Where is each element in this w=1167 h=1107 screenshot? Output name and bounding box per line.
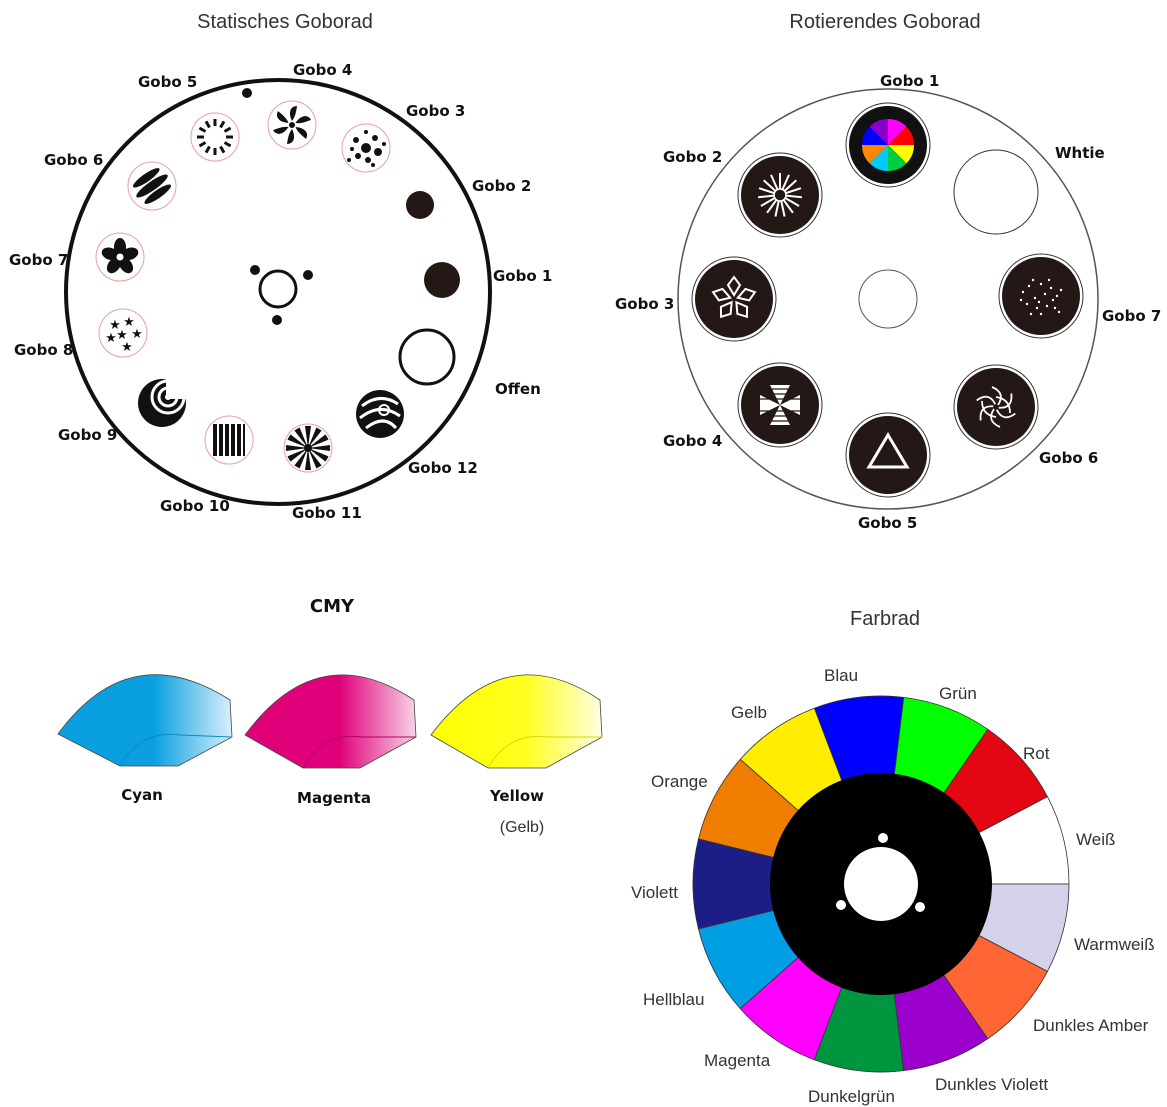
rotating-label-gobo4: Gobo 4 <box>663 432 722 450</box>
rotating-wheel-hub <box>858 269 918 329</box>
color-label-orange: Orange <box>651 772 708 791</box>
rotating-label-gobo3: Gobo 3 <box>615 295 674 313</box>
color-wheel-pin-left <box>836 900 846 910</box>
color-label-blau: Blau <box>824 666 858 685</box>
color-label-hellblau: Hellblau <box>643 990 704 1009</box>
svg-text:★: ★ <box>121 340 133 355</box>
static-gobo-8: ★ ★ ★ ★ ★ ★ <box>98 308 148 358</box>
static-label-gobo11: Gobo 11 <box>292 504 362 522</box>
color-label-weiss: Weiß <box>1076 830 1115 849</box>
color-wheel-pin-right <box>915 902 925 912</box>
cmy-title: CMY <box>310 596 355 617</box>
color-wheel: Farbrad Weiß Rot Grün Blau Gelb Orange V… <box>631 608 1155 1106</box>
rotating-label-gobo6: Gobo 6 <box>1039 449 1098 467</box>
color-wheel-pin-top <box>878 833 888 843</box>
color-label-dunkelgruen: Dunkelgrün <box>808 1087 895 1106</box>
rotating-gobo-6 <box>953 364 1039 450</box>
color-label-violett: Violett <box>631 883 678 902</box>
static-wheel-title: Statisches Goborad <box>197 11 373 33</box>
cmy-label-yellow: Yellow <box>489 787 544 805</box>
static-label-gobo7: Gobo 7 <box>9 251 68 269</box>
static-label-gobo1: Gobo 1 <box>493 267 552 285</box>
static-gobo-2 <box>406 191 434 219</box>
color-wheel-title: Farbrad <box>850 608 920 630</box>
color-label-dunkles-violett: Dunkles Violett <box>935 1075 1048 1094</box>
rotating-label-whtie: Whtie <box>1055 144 1105 162</box>
static-gobo-1 <box>424 262 460 298</box>
rotating-gobo-5 <box>845 412 931 498</box>
rotating-label-gobo5: Gobo 5 <box>858 514 917 532</box>
cmy-label-magenta: Magenta <box>297 789 371 807</box>
static-label-gobo6: Gobo 6 <box>44 151 103 169</box>
static-gobo-4 <box>267 100 317 150</box>
color-label-gruen: Grün <box>939 684 977 703</box>
rotating-label-gobo7: Gobo 7 <box>1102 307 1161 325</box>
static-gobo-9 <box>138 379 186 427</box>
static-gobo-12 <box>356 390 404 438</box>
cmy-fan-magenta <box>244 674 417 769</box>
static-wheel-hub <box>250 265 313 325</box>
rotating-gobo-3 <box>691 256 777 342</box>
color-label-dunkles-amber: Dunkles Amber <box>1033 1016 1149 1035</box>
rotating-label-gobo2: Gobo 2 <box>663 148 722 166</box>
static-gobo-3 <box>341 123 391 173</box>
svg-text:★: ★ <box>109 318 121 333</box>
static-label-offen: Offen <box>495 380 541 398</box>
rotating-gobo-wheel: Rotierendes Goborad <box>615 11 1161 532</box>
cmy-fan-yellow <box>430 674 603 769</box>
static-label-gobo5: Gobo 5 <box>138 73 197 91</box>
cmy-label-cyan: Cyan <box>121 786 163 804</box>
color-label-rot: Rot <box>1023 744 1050 763</box>
static-label-gobo10: Gobo 10 <box>160 497 230 515</box>
color-wheel-center-hole <box>844 847 918 921</box>
static-gobo-offen <box>398 328 456 386</box>
static-gobo-11 <box>283 423 333 473</box>
static-label-gobo2: Gobo 2 <box>472 177 531 195</box>
rotating-gobo-4 <box>737 362 823 448</box>
static-label-gobo8: Gobo 8 <box>14 341 73 359</box>
cmy-fan-cyan <box>57 674 233 767</box>
cmy-label-yellow-sub: (Gelb) <box>500 819 544 836</box>
rotating-gobo-1 <box>845 102 931 188</box>
static-gobo-6 <box>127 161 177 211</box>
color-label-gelb: Gelb <box>731 703 767 722</box>
svg-text:★: ★ <box>116 328 128 343</box>
static-label-gobo3: Gobo 3 <box>406 102 465 120</box>
static-gobo-7 <box>95 232 145 282</box>
color-label-magenta: Magenta <box>704 1051 771 1070</box>
static-label-gobo9: Gobo 9 <box>58 426 117 444</box>
color-label-warmweiss: Warmweiß <box>1074 935 1155 954</box>
static-label-gobo4: Gobo 4 <box>293 61 352 79</box>
rotating-gobo-white <box>953 149 1039 235</box>
svg-text:★: ★ <box>105 331 117 346</box>
svg-text:★: ★ <box>131 327 143 342</box>
static-label-gobo12: Gobo 12 <box>408 459 478 477</box>
static-gobo-5 <box>190 112 240 162</box>
svg-text:★: ★ <box>123 315 135 330</box>
cmy-section: CMY Cyan Magenta Yellow (Gelb) <box>57 596 603 836</box>
rotating-label-gobo1: Gobo 1 <box>880 72 939 90</box>
rotating-gobo-2 <box>737 152 823 238</box>
static-gobo-wheel: Statisches Goborad <box>9 11 552 522</box>
static-wheel-index-dot <box>242 88 252 98</box>
static-gobo-10 <box>204 415 254 465</box>
rotating-gobo-7 <box>998 253 1084 339</box>
rotating-wheel-title: Rotierendes Goborad <box>789 11 980 33</box>
